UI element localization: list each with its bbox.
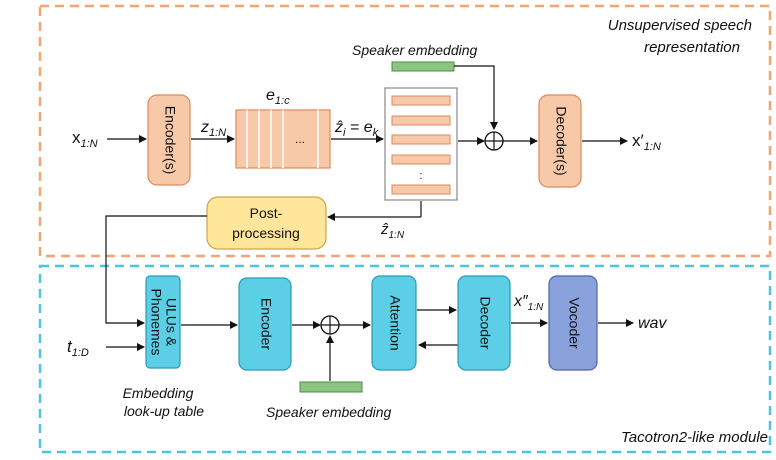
- postproc-label-line2: processing: [232, 225, 300, 241]
- vocoder-box: [548, 275, 598, 371]
- encoder-bottom-box: [238, 277, 292, 371]
- table-row: [391, 95, 451, 106]
- attention-box: [371, 275, 417, 371]
- bottom-region-title: Tacotron2-like module: [621, 429, 768, 446]
- top-region-border: [38, 4, 772, 258]
- speaker-embedding-bottom-bar: [299, 381, 363, 393]
- decoder-bottom-box: [457, 275, 511, 371]
- bottom-region-border: [38, 264, 772, 454]
- codebook-label: e1:c: [266, 87, 290, 107]
- speaker-embedding-top-bar: [391, 61, 455, 72]
- encoder-top-label: Encoder(s): [162, 106, 178, 174]
- codebook-dots: ...: [295, 132, 305, 146]
- embedding-table-line2: look-up table: [124, 403, 204, 419]
- attention-label: Attention: [387, 295, 403, 350]
- arrow-postproc-to-ulus: [105, 215, 207, 327]
- phonemes-label: Phonemes: [148, 289, 164, 356]
- speaker-embedding-bottom-label: Speaker embedding: [266, 404, 392, 420]
- postproc-label-line1: Post-: [250, 205, 283, 221]
- decoder-top-label: Decoder(s): [553, 106, 569, 175]
- top-region-title-line1: Unsupervised speech: [608, 17, 752, 34]
- encoder-bottom-label: Encoder: [258, 298, 274, 350]
- xdd-label: x″1:N: [513, 293, 544, 313]
- input-label: x1:N: [72, 128, 98, 150]
- speaker-embedding-top-label: Speaker embedding: [352, 42, 478, 58]
- embedding-table-line1: Embedding: [123, 385, 194, 401]
- postproc-output-label: ẑ1:N: [380, 221, 405, 241]
- table-row: [391, 115, 451, 126]
- decoder-top-box: [538, 94, 582, 188]
- vocoder-label: Vocoder: [566, 297, 582, 349]
- output-label: x′1:N: [632, 131, 661, 153]
- encoder-top-box: [147, 94, 191, 186]
- decoder-bottom-label: Decoder: [477, 297, 493, 350]
- wav-label: wav: [638, 315, 667, 332]
- table-dots: :: [419, 170, 422, 182]
- table-row: [391, 184, 451, 195]
- quantize-equation: ẑi = ek: [334, 119, 379, 139]
- table-row: [391, 134, 451, 145]
- postproc-box: [206, 196, 327, 250]
- top-region-title-line2: representation: [644, 39, 740, 56]
- t-label: t1:D: [67, 337, 89, 359]
- table-row: [391, 154, 451, 165]
- z-label: z1:N: [200, 119, 226, 139]
- arrow-speaker-to-sum-top: [454, 65, 498, 130]
- ulus-label: ULUs &: [163, 298, 179, 347]
- ulus-phonemes-box: [145, 275, 181, 369]
